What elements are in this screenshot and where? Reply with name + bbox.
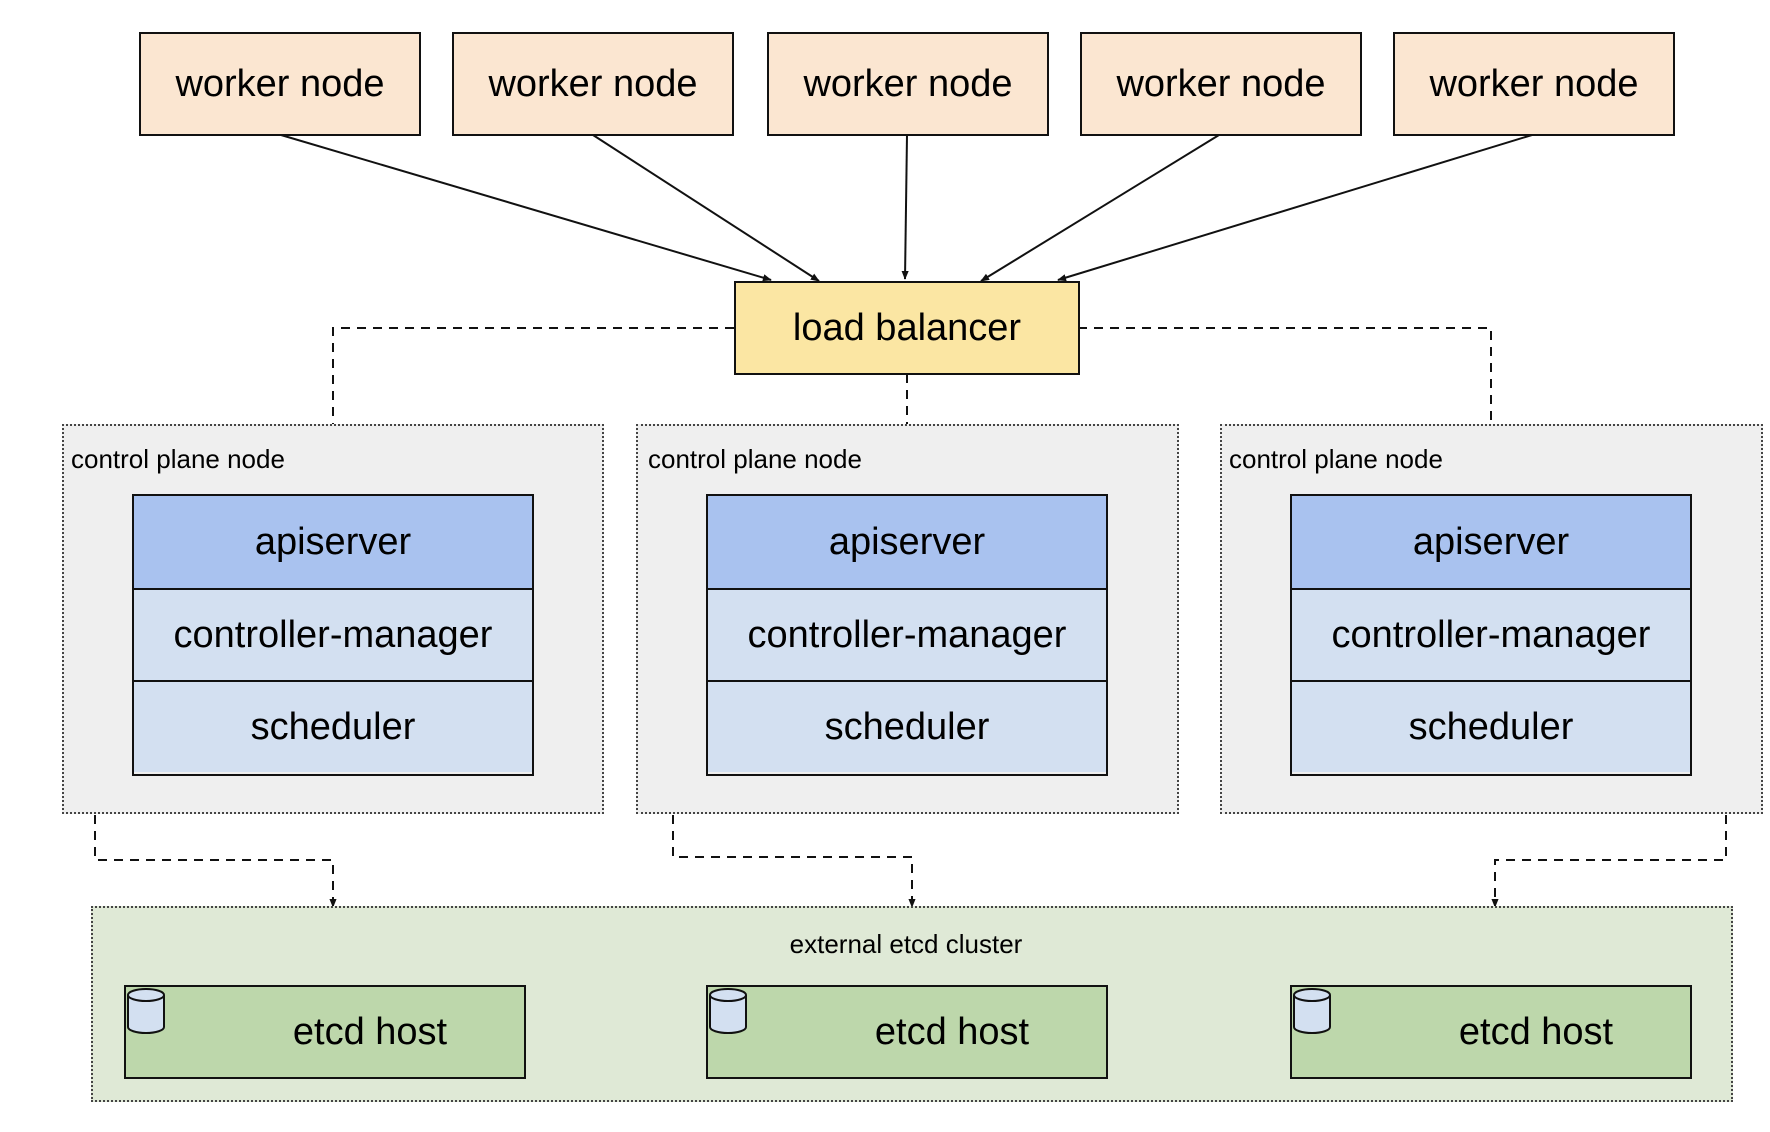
apiserver-etcd-link-center	[669, 542, 916, 908]
worker-node: worker node	[452, 32, 734, 136]
worker-node: worker node	[139, 32, 421, 136]
etcd-host: etcd host	[706, 985, 1108, 1079]
control-plane-components: apiserver controller-manager scheduler	[132, 494, 534, 776]
etcd-host: etcd host	[1290, 985, 1692, 1079]
load-balancer: load balancer	[734, 281, 1080, 375]
etcd-host: etcd host	[124, 985, 526, 1079]
apiserver-etcd-link-right	[1491, 542, 1730, 908]
worker-node: worker node	[767, 32, 1049, 136]
worker-node-label: worker node	[175, 62, 385, 105]
worker-to-lb-arrow-2	[592, 134, 820, 282]
database-icon	[709, 988, 747, 1034]
apiserver-etcd-link-left	[91, 542, 337, 908]
controller-manager: controller-manager	[134, 588, 532, 680]
control-plane-node-label: control plane node	[1229, 444, 1443, 474]
control-plane-components: apiserver controller-manager scheduler	[706, 494, 1108, 776]
scheduler: scheduler	[1292, 680, 1690, 772]
worker-node: worker node	[1393, 32, 1675, 136]
database-icon	[1293, 988, 1331, 1034]
worker-to-lb-arrow-1	[280, 134, 772, 282]
controller-manager: controller-manager	[1292, 588, 1690, 680]
worker-node-label: worker node	[803, 62, 1013, 105]
apiserver: apiserver	[708, 496, 1106, 588]
scheduler: scheduler	[134, 680, 532, 772]
control-plane-components: apiserver controller-manager scheduler	[1290, 494, 1692, 776]
worker-node-label: worker node	[488, 62, 698, 105]
worker-node-label: worker node	[1429, 62, 1639, 105]
control-plane-node-label: control plane node	[648, 444, 862, 474]
etcd-host-label: etcd host	[874, 1010, 1030, 1053]
controller-manager: controller-manager	[708, 588, 1106, 680]
etcd-host-label: etcd host	[1458, 1010, 1614, 1053]
worker-to-lb-arrow-4	[980, 134, 1220, 282]
apiserver: apiserver	[134, 496, 532, 588]
worker-to-lb-arrow-5	[1057, 134, 1533, 282]
apiserver: apiserver	[1292, 496, 1690, 588]
worker-node: worker node	[1080, 32, 1362, 136]
etcd-host-label: etcd host	[292, 1010, 448, 1053]
etcd-cluster-label: external etcd cluster	[789, 929, 1023, 959]
load-balancer-label: load balancer	[792, 306, 1022, 349]
worker-to-lb-arrow-3	[901, 134, 909, 280]
database-icon	[127, 988, 165, 1034]
scheduler: scheduler	[708, 680, 1106, 772]
worker-node-label: worker node	[1116, 62, 1326, 105]
control-plane-node-label: control plane node	[71, 444, 285, 474]
